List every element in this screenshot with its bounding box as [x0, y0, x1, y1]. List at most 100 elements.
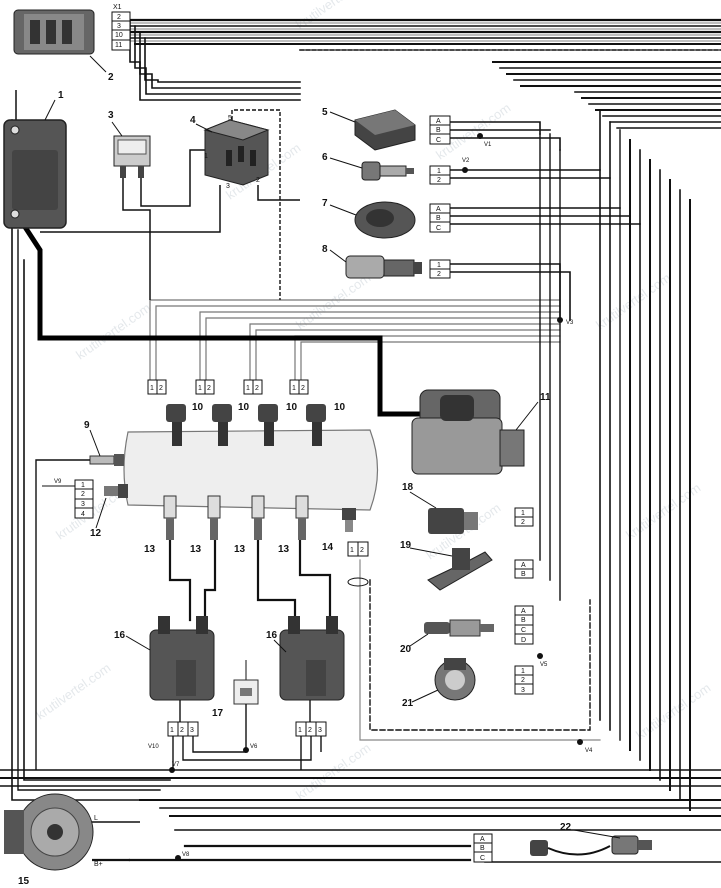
injector: 10: [212, 402, 250, 446]
label-11: 11: [540, 392, 551, 403]
sensor-9: 9: [35, 420, 124, 770]
label-13: 13: [234, 544, 246, 555]
label-16: 16: [114, 630, 126, 641]
wire-harness: [0, 18, 721, 863]
label-16: 16: [266, 630, 278, 641]
fuse: 3: [108, 110, 205, 300]
label-10: 10: [192, 402, 204, 413]
label-1: 1: [58, 90, 64, 101]
label-3: 3: [108, 110, 114, 121]
label-14: 14: [322, 542, 334, 553]
sensor-21: 21: [402, 658, 476, 709]
pin-1: 1: [81, 482, 85, 489]
label-12: 12: [90, 528, 102, 539]
ignition-coils: 16 16: [114, 616, 345, 701]
spark-plug: 13: [234, 495, 265, 555]
spark-plugs: 13 13 13 13: [144, 495, 309, 555]
pin-1: 1: [521, 510, 525, 517]
pin-b: B: [436, 215, 441, 222]
x1-pin: 2: [117, 14, 121, 21]
ecu-module: 1: [3, 90, 67, 229]
label-7: 7: [322, 198, 328, 209]
pin-a: A: [480, 836, 485, 843]
diagnostic-connector: 2: [13, 9, 114, 83]
label-2: 2: [108, 72, 114, 83]
sensor-8: 8: [322, 244, 422, 279]
sensor-7: 7: [322, 198, 416, 239]
sensor-12: 12: [90, 484, 128, 539]
splice-label: V8: [182, 852, 190, 858]
sensor-6: 6: [322, 152, 414, 181]
pin-1: 1: [521, 668, 525, 675]
pin-1: 1: [150, 385, 154, 392]
pin-2: 2: [159, 385, 163, 392]
x1-pin: 10: [115, 32, 123, 39]
sensor-20: 20: [400, 619, 494, 655]
injector: 10: [166, 402, 204, 446]
ignition-coil: 16: [114, 616, 215, 701]
splice-label: V6: [250, 744, 258, 750]
watermark-text: krutilvertel.com: [633, 680, 713, 742]
relay-pin: 1: [204, 153, 208, 160]
splice-label: V1: [484, 142, 492, 148]
pin-1: 1: [298, 727, 302, 734]
pin-a: A: [521, 608, 526, 615]
label-13: 13: [190, 544, 202, 555]
pin-2: 2: [207, 385, 211, 392]
pin-2: 2: [521, 677, 525, 684]
pin-1: 1: [437, 168, 441, 175]
injector-connector: 1 2: [289, 379, 309, 395]
connector-abc-top: A B C: [429, 115, 451, 145]
pin-1: 1: [198, 385, 202, 392]
pin-c: C: [480, 855, 485, 862]
sensor-14: 14 1 2: [322, 508, 369, 587]
sensor-5: 5: [322, 107, 416, 151]
watermark-text: krutilvertel.com: [33, 660, 113, 722]
label-5: 5: [322, 107, 328, 118]
label-10: 10: [286, 402, 298, 413]
connector-12-c: 1 2: [514, 507, 534, 527]
pin-1: 1: [246, 385, 250, 392]
sensor-19: 19: [400, 540, 493, 591]
sensor-22: A B C 22: [473, 822, 652, 863]
coil-connector-left: 1 2 3: [167, 721, 199, 737]
pin-1: 1: [292, 385, 296, 392]
pin-b: B: [480, 845, 485, 852]
label-19: 19: [400, 540, 412, 551]
injector-connector: 1 2: [147, 379, 167, 395]
connector-ab: A B: [514, 559, 534, 579]
pin-a: A: [436, 118, 441, 125]
pin-b: B: [521, 571, 526, 578]
splice-label: V9: [54, 479, 62, 485]
label-13: 13: [278, 544, 290, 555]
pin-2: 2: [360, 547, 364, 554]
connector-abcd: A B C D: [514, 605, 534, 645]
splice-label: V10: [148, 744, 159, 750]
alternator: 15 L B+: [4, 793, 140, 887]
pin-2: 2: [180, 727, 184, 734]
splice-label: V5: [540, 662, 548, 668]
connector-12-a: 1 2: [429, 165, 451, 185]
terminal-bplus: B+: [94, 861, 103, 868]
splice-label: V2: [462, 158, 470, 164]
pin-b: B: [436, 127, 441, 134]
watermark-text: krutilvertel.com: [293, 740, 373, 802]
condenser: 17: [212, 660, 259, 750]
starter-motor: 11: [411, 389, 551, 475]
connector-123-right: 1 2 3: [514, 665, 534, 695]
pin-d: D: [521, 637, 526, 644]
label-18: 18: [402, 482, 414, 493]
label-21: 21: [402, 698, 414, 709]
relay-pin: 3: [226, 183, 230, 190]
label-20: 20: [400, 644, 412, 655]
splice-label: V7: [172, 762, 180, 768]
label-10: 10: [238, 402, 250, 413]
spark-plug: 13: [144, 495, 177, 555]
terminal-l: L: [94, 815, 98, 822]
pin-c: C: [521, 627, 526, 634]
relay-pin: 2: [256, 177, 260, 184]
pin-2: 2: [81, 491, 85, 498]
pin-3: 3: [81, 501, 85, 508]
connector-1234: V9 1 2 3 4: [42, 479, 94, 519]
